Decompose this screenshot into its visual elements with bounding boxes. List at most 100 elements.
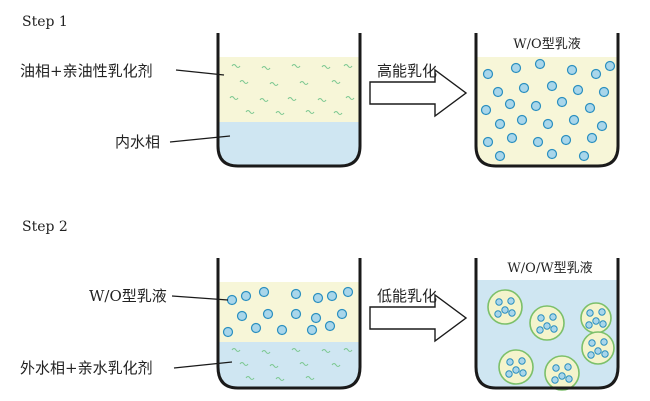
inner-water-droplet [550,325,558,333]
water-droplet [290,308,302,320]
wave-mark [291,347,301,353]
step2-top-leader-line [171,295,229,301]
inner-water-droplet [537,314,545,322]
step1-left-beaker-outline [216,33,362,168]
water-droplet [482,136,494,148]
wave-mark [343,347,353,353]
water-droplet [596,120,608,132]
water-droplet [342,286,354,298]
water-droplet [530,100,542,112]
water-droplet [518,82,530,94]
inner-water-droplet [501,306,509,314]
step2-right-beaker-outline [474,258,620,390]
inner-water-droplet [588,339,596,347]
step1-bottom-label: 内水相 [115,133,160,151]
wave-mark [229,95,239,101]
inner-water-droplet [601,350,609,358]
step1-top-label: 油相+亲油性乳化剂 [20,62,153,80]
wave-mark [321,64,331,70]
step2-left-beaker [216,258,362,390]
step2-right-beaker [474,258,620,391]
wave-mark [269,81,279,87]
inner-water-droplet [506,358,514,366]
inner-water-droplet [558,372,566,380]
wave-mark [259,97,269,103]
step1-water-layer [218,122,360,166]
wave-mark [245,375,255,381]
wave-mark [275,376,285,382]
step1-oil-waves [229,63,355,116]
wave-mark [321,348,331,354]
step1-left-beaker [216,33,362,168]
step2-bottom-label: 外水相+亲水乳化剂 [20,359,153,377]
inner-water-droplet [512,366,520,374]
step1-top-leader-line [175,69,225,76]
inner-water-droplet [565,375,573,383]
inner-water-droplet [586,309,594,317]
water-droplet [240,290,252,302]
wave-mark [317,97,327,103]
water-droplet [312,292,324,304]
wave-mark [261,65,271,71]
water-droplet [226,294,238,306]
step1-right-beaker [474,33,620,168]
inner-water-droplet [585,321,593,329]
step1-arrow-label: 高能乳化 [377,62,437,80]
step2-left-beaker-outline [216,258,362,390]
water-droplet [310,312,322,324]
water-droplet [534,58,546,70]
water-droplet [306,324,318,336]
wave-mark [331,79,341,85]
inner-water-droplet [543,322,551,330]
step1-droplets [480,58,616,162]
step2-arrow-label: 低能乳化 [377,287,437,305]
step1-bottom-leader-line [169,135,231,143]
step1-right-beaker-outline [474,33,620,168]
water-droplet [566,64,578,76]
wave-mark [331,362,341,368]
water-droplet [560,134,572,146]
inner-water-droplet [519,369,527,377]
inner-water-droplet [594,347,602,355]
wave-mark [269,363,279,369]
wave-mark [345,95,355,101]
wave-mark [305,375,315,381]
water-droplet [494,150,506,162]
step2-globules [487,289,615,391]
wave-mark [305,109,315,115]
wave-mark [333,110,343,116]
water-droplet [276,324,288,336]
wave-mark [231,63,241,69]
step2-bottom-leader-line [173,361,233,369]
step1-label: Step 1 [22,14,68,30]
water-droplet [258,286,270,298]
water-droplet [262,308,274,320]
step2-label: Step 2 [22,219,68,235]
water-droplet [324,320,336,332]
inner-water-droplet [505,370,513,378]
water-droplet [604,60,616,72]
inner-water-droplet [592,317,600,325]
inner-water-droplet [552,364,560,372]
water-droplet [236,310,248,322]
step2-outer-water-layer [218,342,360,388]
water-droplet [482,68,494,80]
wave-mark [239,79,249,85]
inner-water-droplet [598,308,606,316]
water-droplet [222,326,234,338]
step1-right-title: W/O型乳液 [513,37,580,52]
water-droplet [480,104,492,116]
water-droplet [494,118,506,130]
water-droplet [598,86,610,98]
water-droplet [542,118,554,130]
water-droplet [572,84,584,96]
water-droplet [568,114,580,126]
inner-water-droplet [600,338,608,346]
water-droplet [510,62,522,74]
water-droplet [532,136,544,148]
inner-water-droplet [518,357,526,365]
wave-mark [291,63,301,69]
inner-water-droplet [587,351,595,359]
wave-mark [287,96,297,102]
